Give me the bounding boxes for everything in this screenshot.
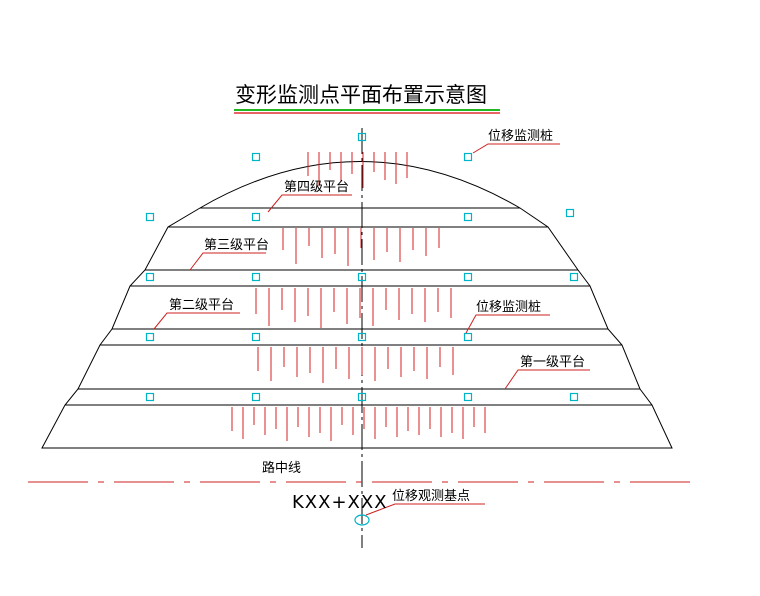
- monitoring-point-marker: [357, 392, 367, 402]
- monitoring-point-marker: [565, 208, 575, 218]
- monitoring-point-marker: [357, 272, 367, 282]
- label-displacement-pile-mid: 位移监测桩: [476, 300, 541, 315]
- monitoring-point-marker: [251, 152, 261, 162]
- leader-base-point: [365, 503, 485, 516]
- label-station: KXX+XXX: [292, 492, 388, 513]
- monitoring-point-marker: [463, 332, 473, 342]
- monitoring-point-marker: [251, 392, 261, 402]
- label-base-point: 位移观测基点: [392, 489, 470, 504]
- monitoring-point-marker: [357, 332, 367, 342]
- monitoring-point-marker: [463, 272, 473, 282]
- platform-lines: [42, 207, 672, 449]
- label-platform-3: 第三级平台: [204, 238, 269, 253]
- monitoring-point-marker: [251, 332, 261, 342]
- leader-lines: [153, 143, 590, 516]
- monitoring-point-marker: [569, 272, 579, 282]
- monitoring-point-marker: [251, 272, 261, 282]
- monitoring-markers: [145, 132, 579, 402]
- label-platform-2: 第二级平台: [169, 298, 234, 313]
- leader-platform-1: [504, 369, 590, 390]
- leader-pile-top: [472, 143, 560, 154]
- monitoring-point-marker: [463, 152, 473, 162]
- leader-pile-mid: [465, 314, 550, 334]
- monitoring-point-marker: [145, 332, 155, 342]
- label-platform-1: 第一级平台: [520, 355, 585, 370]
- monitoring-point-marker: [463, 392, 473, 402]
- monitoring-point-marker: [463, 212, 473, 222]
- leader-platform-2: [153, 312, 240, 330]
- leader-platform-3: [189, 252, 266, 271]
- diagram-title: 变形监测点平面布置示意图: [235, 83, 487, 107]
- monitoring-point-marker: [357, 132, 367, 142]
- embankment-outline: [41, 161, 673, 449]
- monitoring-point-marker: [145, 392, 155, 402]
- base-point-marker: [354, 514, 370, 526]
- monitoring-point-marker: [569, 392, 579, 402]
- monitoring-point-marker: [145, 272, 155, 282]
- tick-marks: [231, 152, 486, 441]
- monitoring-point-marker: [145, 212, 155, 222]
- monitoring-point-marker: [251, 212, 261, 222]
- leader-platform-4: [267, 194, 352, 213]
- label-displacement-pile-top: 位移监测桩: [488, 129, 553, 144]
- label-platform-4: 第四级平台: [284, 180, 349, 195]
- label-road-centerline: 路中线: [262, 460, 301, 476]
